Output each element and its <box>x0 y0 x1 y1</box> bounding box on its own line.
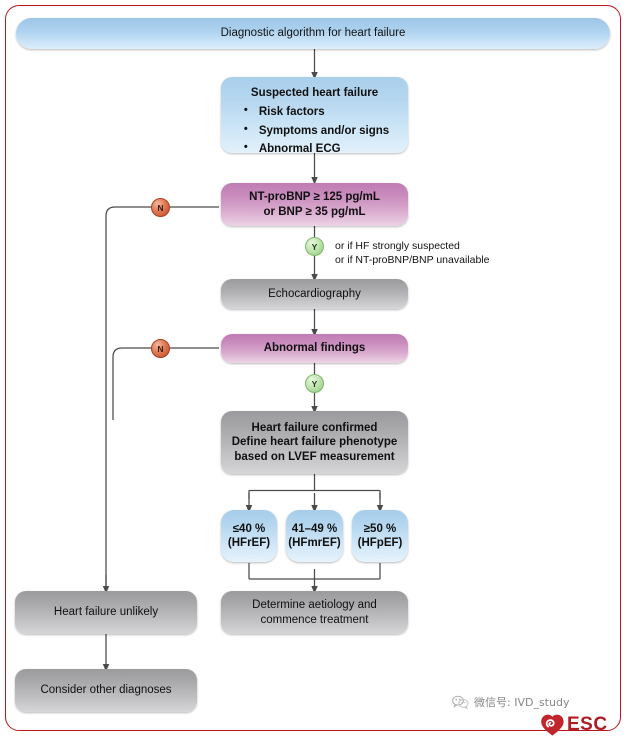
confirmed-line-3: based on LVEF measurement <box>234 450 395 463</box>
decision-yes-circle-abnormal: Y <box>305 374 324 393</box>
node-suspected-heart-failure: Suspected heart failure Risk factors Sym… <box>221 77 408 156</box>
phenotype-name: (HFrEF) <box>227 537 271 549</box>
suspected-heading: Suspected heart failure <box>250 87 379 99</box>
phenotype-value: ≥50 % <box>363 522 397 535</box>
echocardiography-label: Echocardiography <box>268 287 361 300</box>
yes-branch-note-line-2: or if NT-proBNP/BNP unavailable <box>335 254 490 267</box>
esc-logo: ESC <box>540 713 608 737</box>
decision-yes-circle-natriuretic: Y <box>305 237 324 256</box>
node-determine-aetiology: Determine aetiology and commence treatme… <box>221 591 408 634</box>
aetiology-line-1: Determine aetiology and <box>252 599 377 612</box>
node-abnormal-findings: Abnormal findings <box>221 334 408 363</box>
node-phenotype-hfpef: ≥50 % (HFpEF) <box>352 510 408 562</box>
yes-branch-note: or if HF strongly suspected or if NT-pro… <box>335 239 489 268</box>
node-phenotype-hfref: ≤40 % (HFrEF) <box>221 510 277 562</box>
node-heart-failure-confirmed: Heart failure confirmed Define heart fai… <box>221 411 408 474</box>
natriuretic-line-1: NT-proBNP ≥ 125 pg/mL <box>249 191 380 204</box>
esc-label: ESC <box>567 714 608 735</box>
list-item: Risk factors <box>240 104 389 119</box>
abnormal-findings-label: Abnormal findings <box>263 342 366 355</box>
wechat-icon <box>452 695 469 709</box>
decision-label: Y <box>311 378 318 389</box>
node-natriuretic-peptide-threshold: NT-proBNP ≥ 125 pg/mL or BNP ≥ 35 pg/mL <box>221 183 408 226</box>
other-diagnoses-label: Consider other diagnoses <box>40 684 172 697</box>
list-item: Symptoms and/or signs <box>240 122 389 138</box>
phenotype-value: 41–49 % <box>291 522 338 535</box>
esc-heart-icon <box>541 714 564 736</box>
wechat-handle: 微信号: IVD_study <box>474 696 570 709</box>
page-title: Diagnostic algorithm for heart failure <box>220 27 406 40</box>
unlikely-label: Heart failure unlikely <box>53 606 159 619</box>
decision-no-circle-natriuretic: N <box>151 198 170 217</box>
node-echocardiography: Echocardiography <box>221 279 408 309</box>
confirmed-line-1: Heart failure confirmed <box>251 422 378 435</box>
aetiology-line-2: commence treatment <box>260 613 369 626</box>
phenotype-name: (HFpEF) <box>357 537 403 549</box>
natriuretic-line-2: or BNP ≥ 35 pg/mL <box>263 205 366 218</box>
confirmed-line-2: Define heart failure phenotype <box>231 436 398 449</box>
decision-label: N <box>157 343 164 354</box>
phenotype-name: (HFmrEF) <box>288 537 341 549</box>
node-phenotype-hfmref: 41–49 % (HFmrEF) <box>286 510 343 562</box>
node-heart-failure-unlikely: Heart failure unlikely <box>15 591 197 634</box>
decision-no-circle-abnormal: N <box>151 339 170 358</box>
yes-branch-note-line-1: or if HF strongly suspected <box>335 240 460 252</box>
diagram-title-banner: Diagnostic algorithm for heart failure <box>16 18 610 49</box>
node-consider-other-diagnoses: Consider other diagnoses <box>15 669 197 712</box>
phenotype-value: ≤40 % <box>232 522 266 535</box>
list-item: Abnormal ECG <box>240 141 389 156</box>
wechat-watermark: 微信号: IVD_study <box>452 694 569 710</box>
decision-label: Y <box>311 241 318 252</box>
decision-label: N <box>157 202 164 213</box>
suspected-bullet-list: Risk factors Symptoms and/or signs Abnor… <box>240 101 389 156</box>
